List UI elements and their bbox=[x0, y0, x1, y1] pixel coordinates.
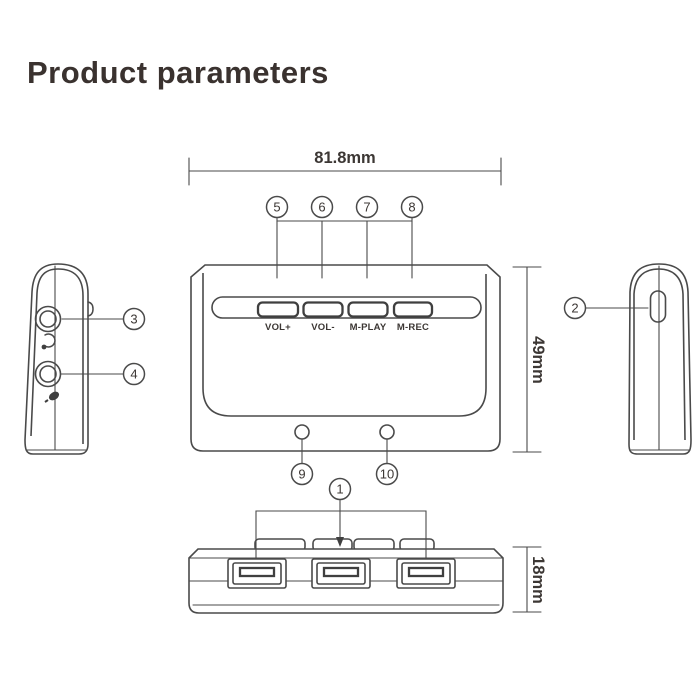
vol-plus-label: VOL+ bbox=[265, 322, 291, 333]
usb-port-inner bbox=[401, 562, 451, 585]
usb-port-1 bbox=[227, 558, 287, 589]
microphone-icon-stem bbox=[44, 399, 49, 403]
dimension-thickness: 18mm bbox=[512, 546, 547, 613]
dimension-thickness-label: 18mm bbox=[529, 556, 547, 604]
callout-4-number: 4 bbox=[130, 367, 137, 382]
top-callouts: 5 6 7 8 bbox=[265, 195, 424, 279]
left-view-inner-line bbox=[30, 268, 84, 444]
callout-7-circle bbox=[355, 195, 379, 219]
callout-8-circle bbox=[400, 195, 424, 219]
usb-port-3 bbox=[396, 558, 456, 589]
callout-2-number: 2 bbox=[571, 301, 578, 316]
usb-port-slot bbox=[238, 566, 276, 578]
headphone-jack-outer bbox=[34, 305, 62, 333]
dimension-width: 81.8mm bbox=[188, 149, 502, 186]
callout-1-arrowhead bbox=[336, 537, 344, 547]
right-view-outline bbox=[628, 263, 692, 455]
left-view-outline bbox=[24, 263, 89, 455]
usb-port-slot bbox=[407, 566, 445, 578]
m-rec-label: M-REC bbox=[397, 322, 429, 333]
mic-jack-inner bbox=[39, 365, 57, 383]
dimension-height-label: 49mm bbox=[529, 336, 547, 384]
left-view-side-button bbox=[87, 301, 94, 317]
front-view-inner-panel bbox=[202, 273, 487, 417]
usb-port-inner bbox=[232, 562, 282, 585]
callout-3-number: 3 bbox=[130, 312, 137, 327]
callout-5-number: 5 bbox=[273, 200, 280, 215]
callout-6-circle bbox=[310, 195, 334, 219]
callout-4-circle bbox=[122, 362, 146, 386]
front-view-button-bar bbox=[211, 296, 482, 319]
callout-6-number: 6 bbox=[318, 200, 325, 215]
usb-port-inner bbox=[316, 562, 366, 585]
callout-1-bracket bbox=[255, 510, 427, 560]
vol-minus-button bbox=[302, 301, 344, 318]
headphone-icon-dot bbox=[41, 344, 47, 350]
headphone-jack-inner bbox=[39, 310, 57, 328]
page-title: Product parameters bbox=[27, 55, 329, 90]
left-side-view bbox=[24, 263, 94, 455]
callout-10-circle bbox=[375, 462, 399, 486]
callout-8-number: 8 bbox=[408, 200, 415, 215]
callout-3-circle bbox=[122, 307, 146, 331]
front-hole-left bbox=[294, 424, 310, 440]
callout-5-circle bbox=[265, 195, 289, 219]
callout-1-number: 1 bbox=[336, 482, 343, 497]
front-hole-right bbox=[379, 424, 395, 440]
headphone-icon bbox=[44, 333, 56, 348]
m-play-label: M-PLAY bbox=[350, 322, 387, 333]
right-callouts: 2 bbox=[563, 296, 649, 320]
bottom-view bbox=[188, 538, 504, 614]
dimension-width-label: 81.8mm bbox=[314, 149, 375, 167]
microphone-icon bbox=[48, 391, 60, 401]
callout-connector bbox=[276, 216, 413, 222]
usb-port-slot bbox=[322, 566, 360, 578]
front-view-outline bbox=[190, 264, 501, 452]
right-side-view bbox=[628, 263, 692, 455]
callout-7-number: 7 bbox=[363, 200, 370, 215]
dimension-height: 49mm bbox=[512, 266, 547, 453]
left-callouts: 3 4 bbox=[60, 307, 146, 386]
usb-port-2 bbox=[311, 558, 371, 589]
front-view: VOL+ VOL- M-PLAY M-REC bbox=[190, 264, 501, 452]
vol-minus-label: VOL- bbox=[311, 322, 335, 333]
side-port-slot bbox=[649, 290, 667, 323]
m-play-button bbox=[347, 301, 389, 318]
bottom-hole-callouts: 9 10 bbox=[290, 438, 399, 486]
callout-9-number: 9 bbox=[298, 467, 305, 482]
callout-10-number: 10 bbox=[380, 467, 394, 482]
callout-9-circle bbox=[290, 462, 314, 486]
vol-plus-button bbox=[256, 301, 300, 318]
callout-2-circle bbox=[563, 296, 587, 320]
m-rec-button bbox=[392, 301, 434, 318]
usb-callout: 1 bbox=[255, 477, 427, 560]
